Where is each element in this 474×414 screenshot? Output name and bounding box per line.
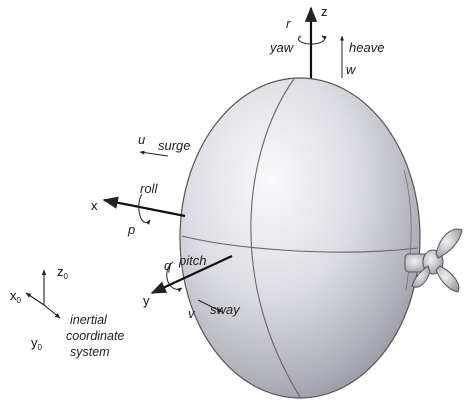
roll-rotation-arrow [138,193,151,225]
y-axis-line [150,255,233,294]
inertial-caption-line1: inertial [70,313,108,327]
propeller-blade-3 [411,265,431,288]
x-axis-label: x [91,198,98,213]
hull-equator [181,235,419,253]
roll-symbol: p [127,222,135,237]
pitch-label: pitch [178,253,206,268]
z-axis-label: z [321,4,328,19]
sway-arrow [197,299,223,313]
heave-label: heave [349,40,384,55]
roll-label: roll [140,181,158,196]
yaw-symbol: r [286,16,291,31]
inertial-z-label: z0 [57,264,69,281]
surge-arrow [139,150,169,157]
surge-symbol: u [138,132,145,147]
inertial-x-axis [25,292,45,306]
hull-body [179,77,421,399]
inertial-caption-line3: system [70,345,110,359]
surge-label: surge [158,138,191,153]
sway-label: sway [210,302,241,317]
heave-symbol: w [346,62,357,77]
inertial-x-label: x0 [10,288,22,305]
pitch-symbol: q [164,258,172,273]
propeller-blade-1 [435,228,463,259]
x-axis-line [102,196,186,218]
pitch-rotation-arrow [166,261,183,293]
sway-symbol: v [188,306,196,321]
propeller-blade-2 [435,265,460,293]
yaw-rotation-arrow [298,35,327,45]
inertial-y-axis [43,304,61,319]
inertial-y-label: y0 [31,335,43,352]
hull [179,77,421,399]
yaw-label: yaw [269,40,295,55]
inertial-caption-line2: coordinate [66,329,124,343]
inertial-frame: z0 x0 y0 inertial coordinate system [10,264,124,359]
y-axis-label: y [143,293,150,308]
propeller [404,228,463,293]
hull-rear-seam [403,169,412,291]
hull-meridian [250,78,301,398]
